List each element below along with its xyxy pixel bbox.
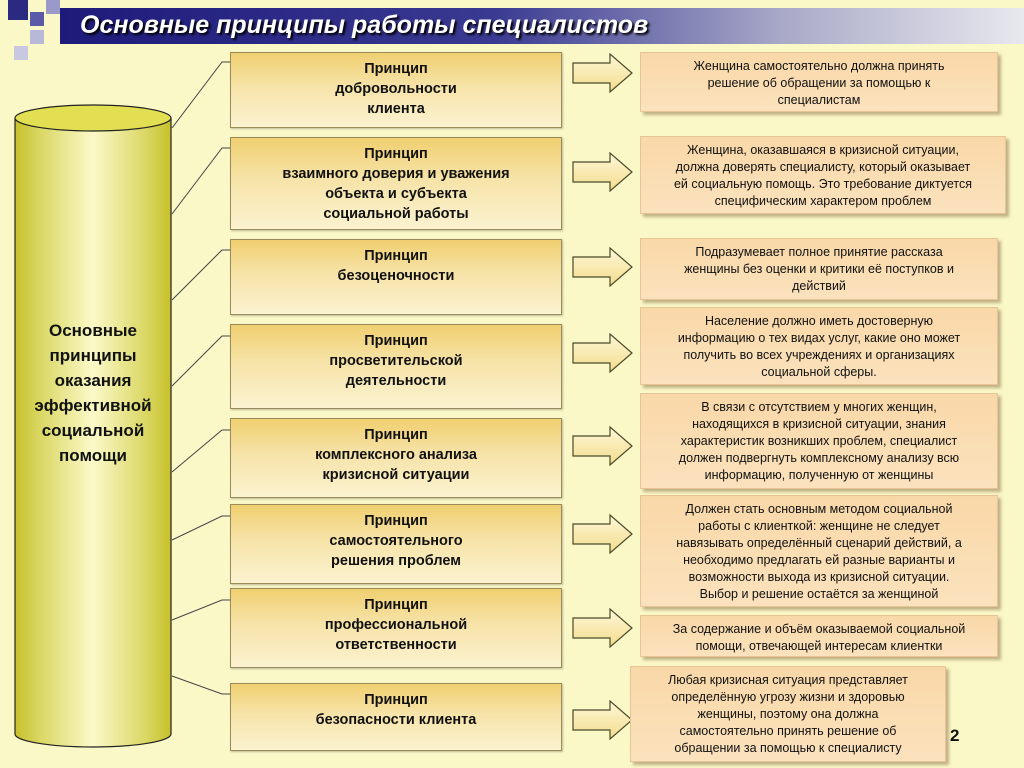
description-box: Население должно иметь достоверную инфор… xyxy=(640,307,998,385)
central-label: Основные принципы оказания эффективной с… xyxy=(34,321,152,465)
description-box: Женщина самостоятельно должна принять ре… xyxy=(640,52,998,112)
decor-square xyxy=(8,0,28,20)
central-cylinder xyxy=(14,104,172,748)
decor-square xyxy=(30,30,44,44)
principle-box: Принцип взаимного доверия и уважения объ… xyxy=(230,137,562,230)
description-box: За содержание и объём оказываемой социал… xyxy=(640,615,998,657)
principle-box: Принцип безоценочности xyxy=(230,239,562,315)
arrow-right-icon xyxy=(572,426,633,466)
arrow-right-icon xyxy=(572,53,633,93)
principle-box: Принцип безопасности клиента xyxy=(230,683,562,751)
arrow-right-icon xyxy=(572,514,633,554)
principle-box: Принцип просветительской деятельности xyxy=(230,324,562,409)
arrow-right-icon xyxy=(572,247,633,287)
arrow-right-icon xyxy=(572,333,633,373)
slide-title: Основные принципы работы специалистов xyxy=(80,11,649,39)
principle-box: Принцип комплексного анализа кризисной с… xyxy=(230,418,562,498)
description-box: Женщина, оказавшаяся в кризисной ситуаци… xyxy=(640,136,1006,214)
decor-square xyxy=(14,46,28,60)
principle-box: Принцип добровольности клиента xyxy=(230,52,562,128)
description-box: Подразумевает полное принятие рассказа ж… xyxy=(640,238,998,300)
principle-box: Принцип профессиональной ответственности xyxy=(230,588,562,668)
page-number: 2 xyxy=(950,726,960,745)
arrow-right-icon xyxy=(572,152,633,192)
principle-box: Принцип самостоятельного решения проблем xyxy=(230,504,562,584)
decor-square xyxy=(46,0,60,14)
decor-square xyxy=(30,12,44,26)
arrow-right-icon xyxy=(572,700,633,740)
description-box: В связи с отсутствием у многих женщин, н… xyxy=(640,393,998,489)
arrow-right-icon xyxy=(572,608,633,648)
description-box: Должен стать основным методом социальной… xyxy=(640,495,998,607)
title-bar xyxy=(60,8,1024,44)
description-box: Любая кризисная ситуация представляет оп… xyxy=(630,666,946,762)
